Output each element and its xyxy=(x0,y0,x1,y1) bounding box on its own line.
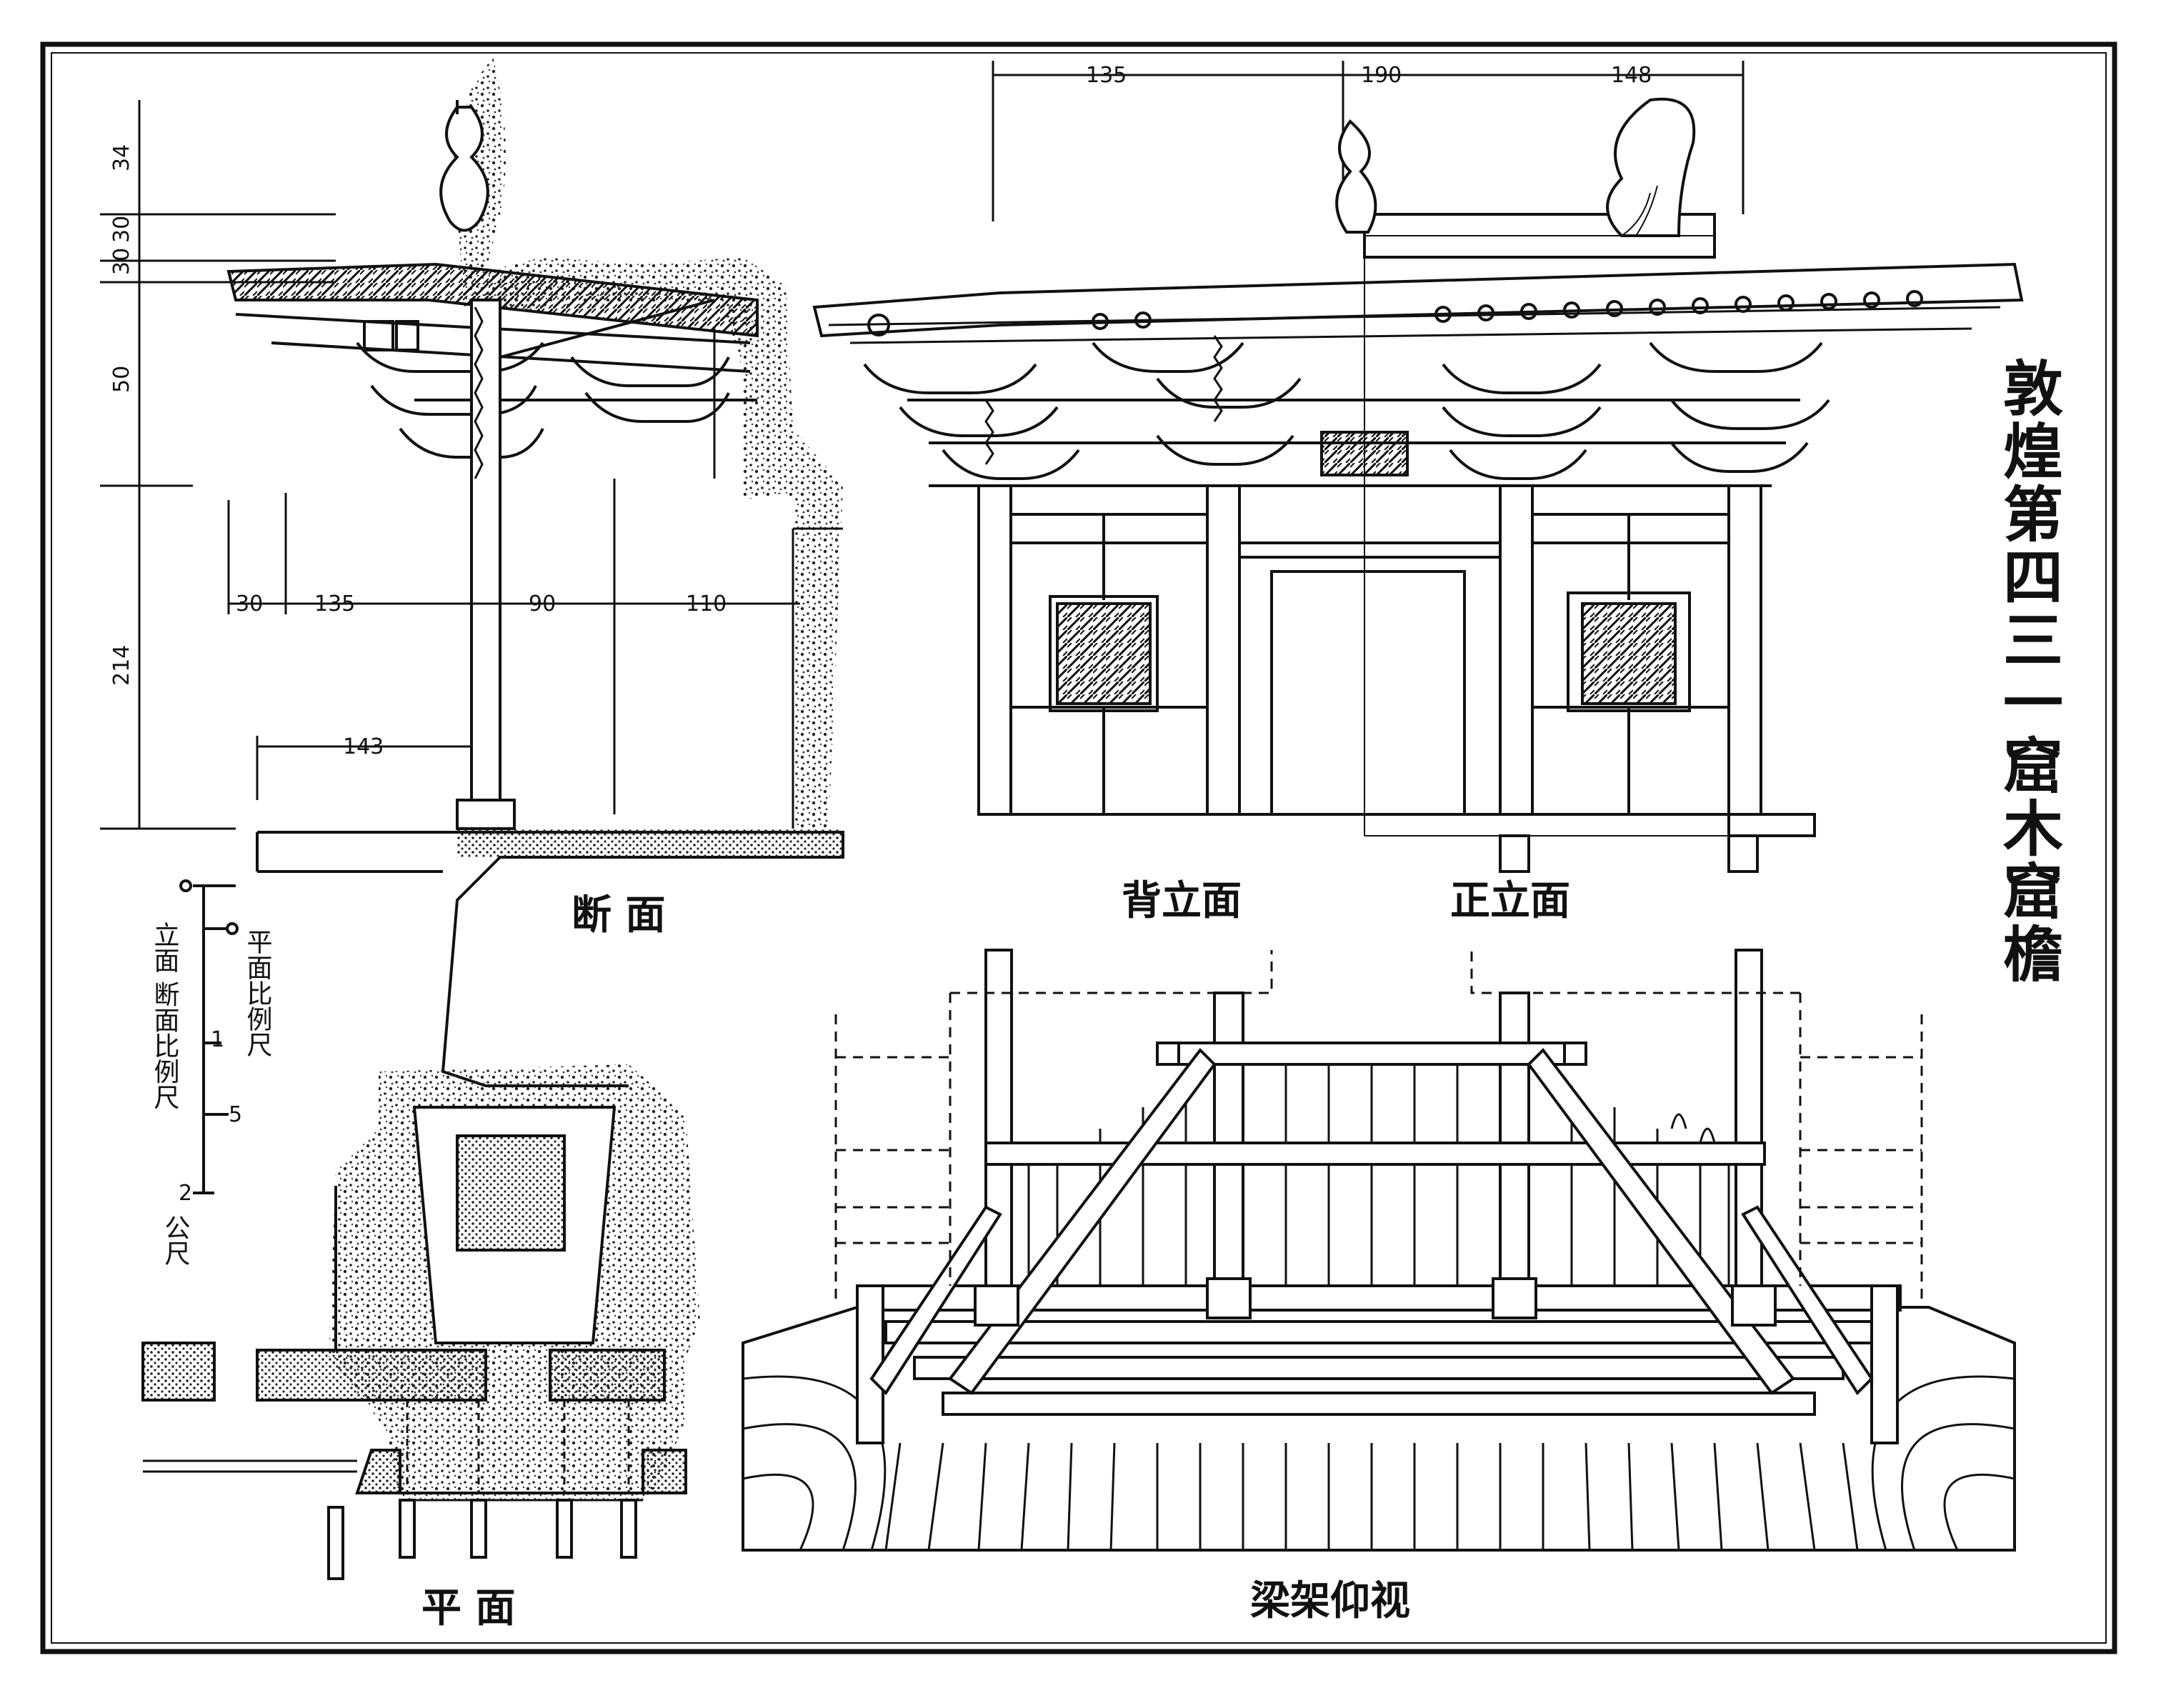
dim-depth-c: 90 xyxy=(529,591,556,616)
dim-top-center: 190 xyxy=(1361,63,1402,88)
ceiling-framing-drawing xyxy=(742,949,2016,1552)
door xyxy=(1270,570,1466,816)
dim-top-right: 148 xyxy=(1611,63,1652,88)
dim-height-c: 30 xyxy=(109,248,134,275)
rock-cliff xyxy=(450,57,843,829)
dim-depth-a: 30 xyxy=(236,591,263,616)
scale-tick-2: 2 xyxy=(179,1181,192,1206)
label-front-elevation: 正立面 xyxy=(1450,877,1570,924)
elevation-dimension-labels: 135 190 148 xyxy=(1086,63,1652,88)
label-plan: 平 面 xyxy=(421,1584,516,1632)
view-labels: 断 面 背立面 正立面 平 面 梁架仰视 xyxy=(421,877,1570,1632)
plan-drawing xyxy=(141,1064,700,1580)
dim-height-b: 30 xyxy=(109,216,134,243)
scale-label-left: 立面 断面比例尺 xyxy=(150,922,179,1110)
section-brackets xyxy=(356,299,757,459)
section-column xyxy=(456,299,516,830)
scale-tick-5: 5 xyxy=(229,1102,242,1127)
ridge-ornament xyxy=(1606,97,1696,237)
scale-bar xyxy=(179,879,239,1194)
plan-central-pillar xyxy=(456,1134,566,1252)
section-drawing xyxy=(226,57,844,1087)
sheet-frame xyxy=(40,41,2117,1654)
scale-label-right: 平面比例尺 xyxy=(243,929,272,1057)
scale-tick-1: 1 xyxy=(211,1027,224,1052)
plan-columns xyxy=(327,1499,637,1580)
section-dimensions xyxy=(100,100,800,830)
window-left xyxy=(1056,602,1152,705)
roof-tile-field xyxy=(742,1306,2016,1552)
elevation-finial xyxy=(1335,119,1377,234)
dim-height-d: 50 xyxy=(109,366,134,393)
rafter-ends xyxy=(867,290,1923,336)
main-beams xyxy=(856,949,1902,1444)
dim-depth-e: 143 xyxy=(343,734,384,759)
column-caps xyxy=(974,1042,1777,1327)
section-finial xyxy=(439,106,489,232)
dim-depth-d: 110 xyxy=(686,591,727,616)
scale-unit: 公尺 xyxy=(161,1214,190,1266)
section-dimension-labels: 34 30 30 50 214 30 135 90 110 143 xyxy=(109,144,727,759)
dim-height-a: 34 xyxy=(109,144,134,171)
label-section: 断 面 xyxy=(572,892,666,939)
label-rear-elevation: 背立面 xyxy=(1122,877,1242,924)
window-right xyxy=(1581,602,1677,705)
scale-bar-labels: 立面 断面比例尺 平面比例尺 1 5 2 公尺 xyxy=(150,922,272,1266)
sheet-title: 敦煌第四三一窟木窟檐 xyxy=(1994,357,2065,986)
label-ceiling-framing: 梁架仰视 xyxy=(1250,1577,1410,1624)
dim-top-left: 135 xyxy=(1086,63,1127,88)
bracket-sets xyxy=(863,341,1830,480)
elevation-drawing xyxy=(812,61,2024,873)
elevation-eave xyxy=(812,262,2024,338)
dim-depth-b: 135 xyxy=(314,591,355,616)
dim-height-e: 214 xyxy=(109,645,134,686)
